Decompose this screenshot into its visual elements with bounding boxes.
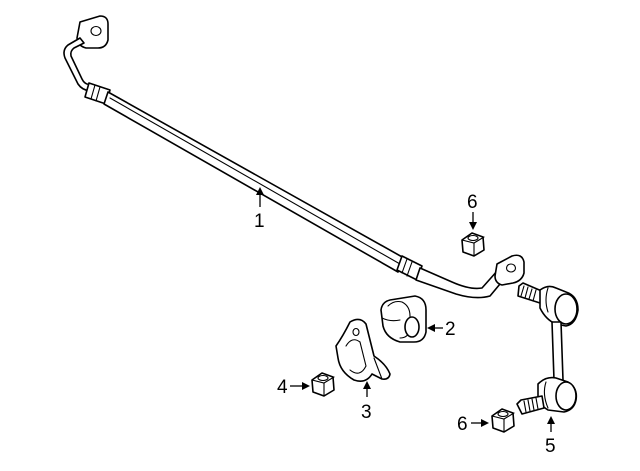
callout-4: 4	[277, 377, 310, 398]
bar-right-arm	[415, 267, 506, 299]
nut-upper	[461, 232, 485, 257]
bracket	[335, 318, 391, 382]
bar-right-mount	[494, 254, 525, 286]
callout-3-label: 3	[361, 402, 372, 423]
nut-left	[311, 372, 335, 397]
callout-3: 3	[361, 381, 372, 423]
callout-1: 1	[254, 187, 265, 232]
callout-2: 2	[427, 319, 456, 340]
callout-5: 5	[545, 416, 556, 457]
stabilizer-bar	[63, 15, 525, 299]
callout-4-label: 4	[277, 377, 288, 398]
callout-2-label: 2	[445, 319, 456, 340]
callout-6-lower-label: 6	[457, 414, 468, 435]
bar-main-tube	[103, 91, 405, 273]
callout-6-upper: 6	[467, 192, 478, 230]
callout-1-label: 1	[254, 211, 265, 232]
nut-lower	[491, 408, 515, 433]
bar-left-mount-hole	[90, 25, 102, 37]
callout-5-label: 5	[545, 436, 556, 457]
callout-6-lower: 6	[457, 414, 489, 435]
stabilizer-link	[516, 282, 579, 415]
bushing	[380, 295, 427, 343]
bar-right-mount-hole	[505, 263, 517, 273]
callout-6-upper-label: 6	[467, 192, 478, 213]
